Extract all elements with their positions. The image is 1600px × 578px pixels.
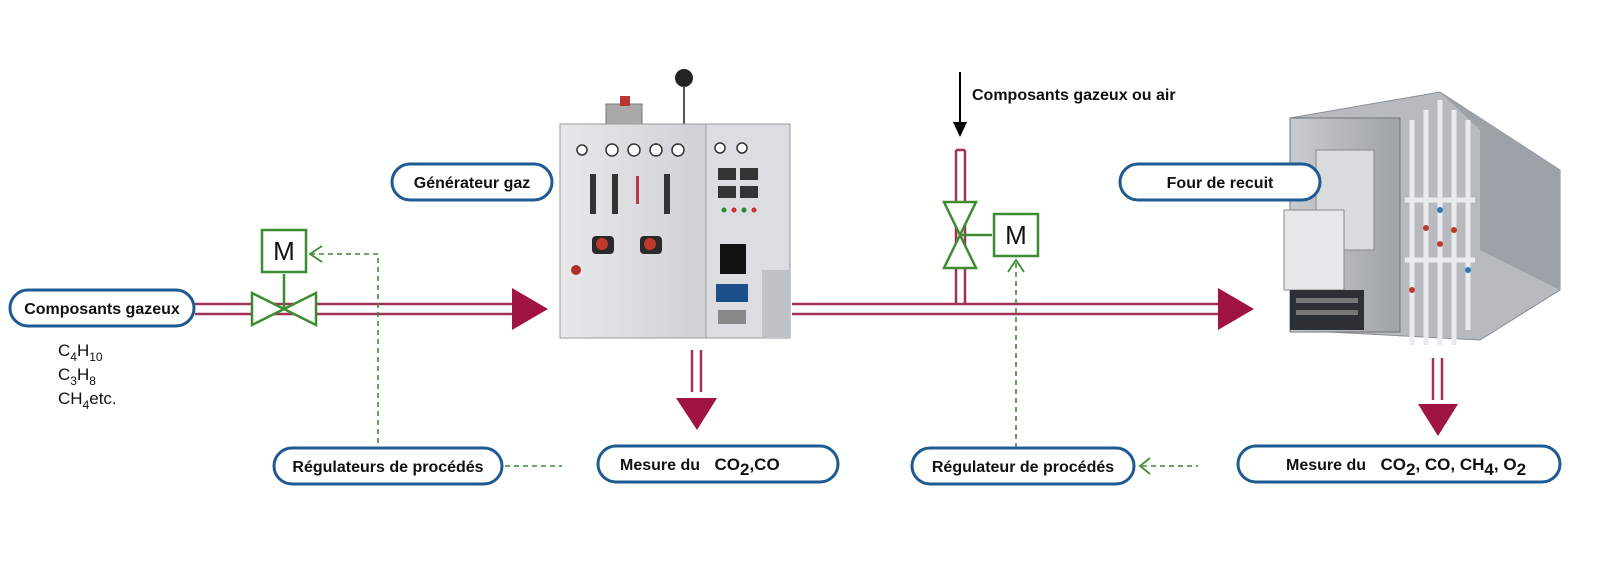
label-annealing-furnace: Four de recuit: [1118, 162, 1322, 202]
measure-furnace-co: , CO,: [1415, 455, 1459, 474]
measure-furnace-sep: ,: [1494, 455, 1503, 474]
process-regulator-text: Régulateur de procédés: [932, 459, 1114, 476]
gas-components-text: Composants gazeux: [24, 301, 180, 318]
air-input-arrow: [953, 72, 967, 137]
feed-gas-2: C3H8: [58, 365, 96, 388]
signal-arrowheads: [308, 245, 1151, 475]
measure-furnace-o2: O: [1503, 455, 1516, 474]
arrow-gen-measure: [676, 398, 717, 430]
gas-generator-text: Générateur gaz: [414, 175, 530, 192]
arrow-to-generator: [512, 288, 548, 330]
measure-furnace-ch4-sub: 4: [1484, 460, 1494, 479]
measure-generator-co2-sub: 2: [740, 460, 749, 479]
gas-or-air-text: Composants gazeux ou air: [972, 87, 1176, 104]
annealing-furnace-image: [1283, 91, 1561, 345]
label-measure-furnace: Mesure du CO2, CO, CH4, O2: [1236, 444, 1562, 484]
signal-left: [312, 253, 379, 452]
label-process-regulator: Régulateur de procédés: [910, 446, 1136, 486]
arrow-to-furnace: [1218, 288, 1254, 330]
valve-right-body: [942, 200, 978, 238]
control-signals: [312, 253, 1198, 467]
measure-furnace-prefix: Mesure du: [1286, 457, 1366, 474]
label-measure-generator: Mesure du CO2,CO: [596, 444, 840, 484]
label-gas-generator: Générateur gaz: [390, 162, 554, 202]
valve-right[interactable]: [942, 200, 992, 270]
measure-furnace-ch4: CH: [1460, 455, 1485, 474]
valve-left[interactable]: [250, 274, 318, 328]
valve-left-body: [250, 290, 287, 328]
measure-furnace-o2-sub: 2: [1517, 460, 1526, 479]
motor-left[interactable]: M: [260, 228, 308, 274]
flow-arrows: [512, 288, 1458, 436]
motor-right-label: M: [1005, 220, 1027, 250]
measure-furnace-text: Mesure du CO2, CO, CH4, O2: [1286, 455, 1526, 479]
arrow-furn-measure: [1418, 404, 1458, 436]
measure-generator-co2: CO: [714, 455, 740, 474]
measure-generator-text: Mesure du CO2,CO: [620, 455, 780, 479]
measure-furnace-co2: CO: [1380, 455, 1406, 474]
feed-gas-list: C4H10 C3H8 CH4etc.: [58, 341, 117, 412]
process-regulators-text: Régulateurs de procédés: [292, 459, 483, 476]
annealing-furnace-text: Four de recuit: [1167, 175, 1274, 192]
label-gas-components: Composants gazeux: [8, 288, 196, 328]
motor-right[interactable]: M: [992, 212, 1040, 258]
measure-generator-prefix: Mesure du: [620, 457, 700, 474]
motor-left-label: M: [273, 236, 295, 266]
label-process-regulators: Régulateurs de procédés: [272, 446, 504, 486]
gas-generator-image: [559, 69, 791, 339]
measure-generator-rest: ,CO: [749, 455, 779, 474]
measure-furnace-co2-sub: 2: [1406, 460, 1415, 479]
feed-gas-1: C4H10: [58, 341, 103, 364]
feed-gas-3: CH4etc.: [58, 389, 117, 412]
